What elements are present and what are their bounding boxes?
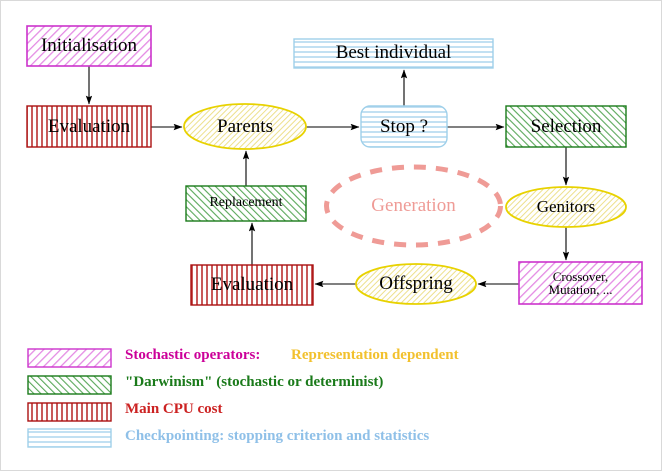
edge-layer xyxy=(85,66,570,288)
node-genitors[interactable] xyxy=(505,186,627,228)
node-stop[interactable] xyxy=(360,105,448,148)
generation-dashed-ellipse xyxy=(324,164,503,248)
node-parents[interactable] xyxy=(183,103,307,150)
legend-swatch-green-hatch xyxy=(27,375,112,395)
node-best-individual[interactable] xyxy=(293,38,494,69)
legend-label-representation-dependent: Representation dependent xyxy=(291,347,459,363)
node-crossover-mutation[interactable] xyxy=(518,261,643,305)
node-evaluation-bottom[interactable] xyxy=(190,264,314,306)
node-evaluation-top[interactable] xyxy=(26,105,152,148)
legend-label-stochastic-operators: Stochastic operators: xyxy=(125,347,261,363)
legend-label-checkpointing: Checkpointing: stopping criterion and st… xyxy=(125,428,430,444)
legend-label-main-cpu-cost: Main CPU cost xyxy=(125,401,223,417)
node-offspring[interactable] xyxy=(355,263,477,305)
node-replacement[interactable] xyxy=(185,185,307,222)
legend-label-darwinism: "Darwinism" (stochastic or determinist) xyxy=(125,374,384,390)
legend-swatch-red-vertical xyxy=(27,402,112,422)
node-selection[interactable] xyxy=(505,105,627,148)
legend-swatches xyxy=(27,348,112,448)
node-initialisation[interactable] xyxy=(26,25,152,67)
legend-swatch-magenta-hatch xyxy=(27,348,112,368)
legend-swatch-blue-horizontal xyxy=(27,428,112,448)
